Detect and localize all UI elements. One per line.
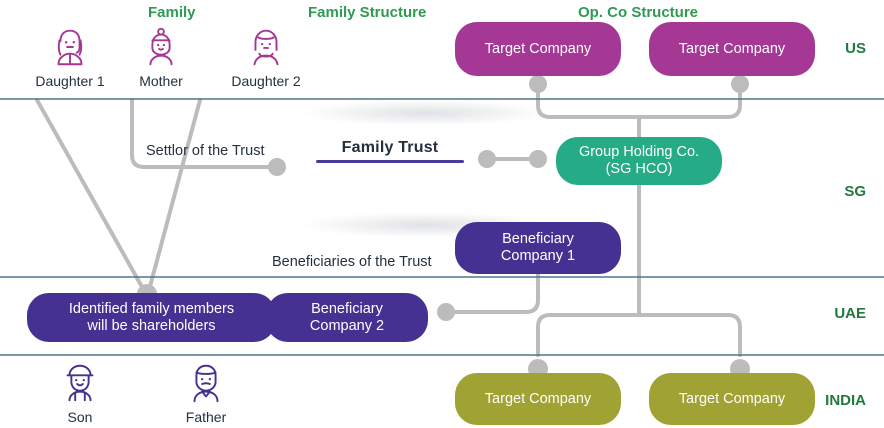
node-identified-family-members[interactable]: Identified family members will be shareh…: [27, 293, 276, 342]
node-beneficiary-company-1[interactable]: Beneficiary Company 1: [455, 222, 621, 274]
wire-bc1-to-bc2-dot: [445, 272, 540, 314]
node-beneficiary-company-2[interactable]: Beneficiary Company 2: [266, 293, 428, 342]
node-label: Target Company: [678, 390, 786, 407]
country-label-uae: UAE: [834, 305, 866, 322]
person-label: Mother: [139, 73, 183, 89]
node-label-line2: (SG HCO): [605, 161, 673, 177]
wire-daughter1-to-shareholders: [35, 98, 148, 296]
node-label: Beneficiary Company 2: [310, 301, 384, 335]
node-target-company-india-1[interactable]: Target Company: [455, 373, 621, 425]
settlor-of-the-trust-label: Settlor of the Trust: [146, 143, 265, 159]
node-label-line1: Identified family members: [68, 300, 235, 317]
country-label-sg: SG: [844, 183, 866, 200]
person-mother: Mother: [118, 24, 204, 89]
family-trust-underline: [316, 160, 464, 163]
beneficiaries-of-the-trust-label: Beneficiaries of the Trust: [272, 254, 432, 270]
dot-gholding-left: [529, 150, 547, 168]
node-group-holding-co[interactable]: Group Holding Co. (SG HCO): [556, 137, 722, 185]
woman-bun-icon: [149, 27, 173, 66]
node-label: Target Company: [678, 40, 786, 57]
person-label: Father: [185, 409, 227, 425]
wire-daughter2-to-shareholders: [146, 98, 202, 296]
person-label: Daughter 1: [35, 73, 105, 89]
wire-india-bus: [536, 313, 742, 357]
man-moustache-icon: [193, 364, 219, 403]
node-label: Beneficiary Company 1: [501, 231, 575, 265]
node-label-line2: Company 2: [309, 317, 385, 334]
header-family: Family: [148, 4, 196, 21]
node-label-line1: Group Holding Co.: [578, 144, 700, 160]
country-label-india: INDIA: [825, 392, 866, 409]
woman-long-hair-icon: [57, 29, 83, 66]
node-label-line2: will be shareholders: [87, 317, 216, 334]
girl-icon: [253, 29, 279, 66]
person-label: Daughter 2: [231, 73, 301, 89]
node-label-line1: Beneficiary: [502, 231, 574, 247]
dot-settlor: [268, 158, 286, 176]
dot-us-target-1: [529, 75, 547, 93]
person-daughter-1: Daughter 1: [27, 24, 113, 89]
dot-trust-right: [478, 150, 496, 168]
node-label: Identified family members will be shareh…: [69, 301, 234, 335]
family-trust-title: Family Trust: [341, 139, 439, 156]
node-label-line1: Beneficiary: [311, 300, 383, 317]
node-target-company-us-2[interactable]: Target Company: [649, 22, 815, 76]
person-daughter-2: Daughter 2: [223, 24, 309, 89]
node-label: Target Company: [484, 40, 592, 57]
dot-bc2-right: [437, 303, 455, 321]
trust-shadow-top: [300, 100, 550, 126]
wire-us-targets-bus: [536, 82, 742, 119]
person-father: Father: [163, 360, 249, 425]
family-trust: Family Trust: [316, 139, 464, 163]
node-label: Target Company: [484, 390, 592, 407]
node-target-company-us-1[interactable]: Target Company: [455, 22, 621, 76]
node-target-company-india-2[interactable]: Target Company: [649, 373, 815, 425]
person-son: Son: [37, 360, 123, 425]
dot-us-target-2: [731, 75, 749, 93]
country-label-us: US: [845, 40, 866, 57]
node-label-line2: Company 1: [500, 248, 576, 264]
header-family-structure: Family Structure: [308, 4, 427, 21]
node-label: Group Holding Co. (SG HCO): [579, 144, 699, 178]
header-opco-structure: Op. Co Structure: [578, 4, 699, 21]
wire-mother-to-settlor: [130, 98, 277, 169]
boy-cap-icon: [66, 364, 94, 402]
person-label: Son: [67, 409, 93, 425]
